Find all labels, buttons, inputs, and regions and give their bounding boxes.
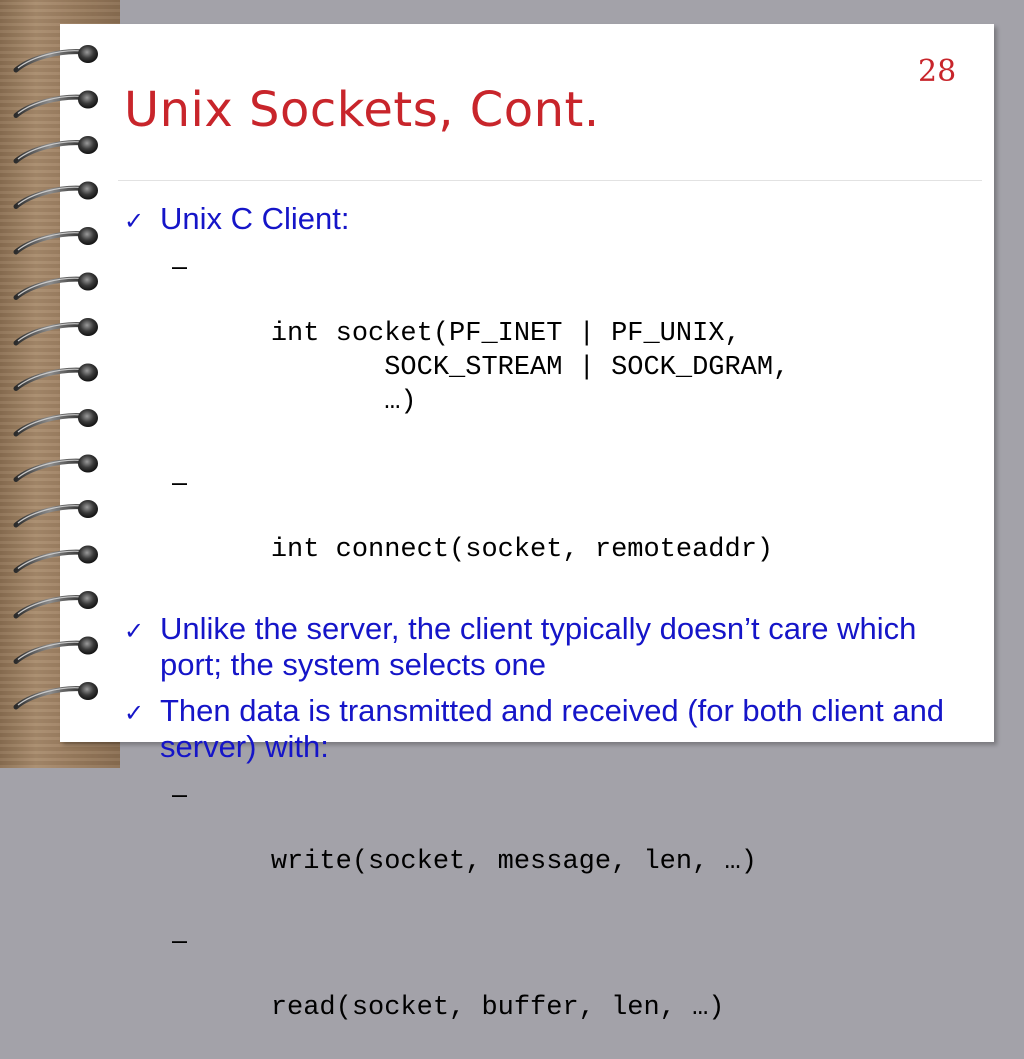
dash-icon: – <box>172 925 188 955</box>
bullet-item: ✓ Unix C Client: <box>124 201 964 237</box>
spiral-binding <box>13 45 98 710</box>
spiral-ring-icon <box>13 136 98 164</box>
dash-icon: – <box>172 251 188 281</box>
spiral-ring-icon <box>13 500 98 528</box>
checkmark-icon: ✓ <box>124 207 145 235</box>
bullet-text: Unlike the server, the client typically … <box>160 611 917 682</box>
slide-content: ✓ Unix C Client: – int socket(PF_INET | … <box>124 201 964 1059</box>
dash-icon: – <box>172 467 188 497</box>
bullet-text: Unix C Client: <box>160 201 350 236</box>
code-text: int socket(PF_INET | PF_UNIX, SOCK_STREA… <box>270 319 790 417</box>
sub-item: – read(socket, buffer, len, …) <box>124 923 964 1059</box>
sub-item: – write(socket, message, len, …) <box>124 777 964 913</box>
spiral-ring-icon <box>13 591 98 619</box>
bullet-text: Then data is transmitted and received (f… <box>160 693 945 764</box>
spiral-ring-icon <box>13 181 98 209</box>
spiral-ring-icon <box>13 636 98 664</box>
sub-item: – int connect(socket, remoteaddr) <box>124 465 964 601</box>
spiral-ring-icon <box>13 363 98 391</box>
code-text: int connect(socket, remoteaddr) <box>270 535 774 565</box>
slide-title: Unix Sockets, Cont. <box>124 82 600 138</box>
sub-item: – int socket(PF_INET | PF_UNIX, SOCK_STR… <box>124 249 964 453</box>
spiral-ring-icon <box>13 545 98 573</box>
notebook-page <box>60 24 994 742</box>
spiral-ring-icon <box>13 90 98 118</box>
checkmark-icon: ✓ <box>124 617 145 645</box>
spiral-ring-icon <box>13 45 98 73</box>
spiral-ring-icon <box>13 227 98 255</box>
code-text: read(socket, buffer, len, …) <box>270 993 725 1023</box>
dash-icon: – <box>172 779 188 809</box>
page-number: 28 <box>918 54 957 89</box>
spiral-ring-icon <box>13 409 98 437</box>
spiral-ring-icon <box>13 454 98 482</box>
spiral-ring-icon <box>13 682 98 710</box>
title-divider <box>118 180 982 181</box>
checkmark-icon: ✓ <box>124 699 145 727</box>
bullet-item: ✓ Unlike the server, the client typicall… <box>124 611 964 683</box>
spiral-ring-icon <box>13 318 98 346</box>
bullet-item: ✓ Then data is transmitted and received … <box>124 693 964 765</box>
spiral-ring-icon <box>13 272 98 300</box>
code-text: write(socket, message, len, …) <box>270 847 757 877</box>
